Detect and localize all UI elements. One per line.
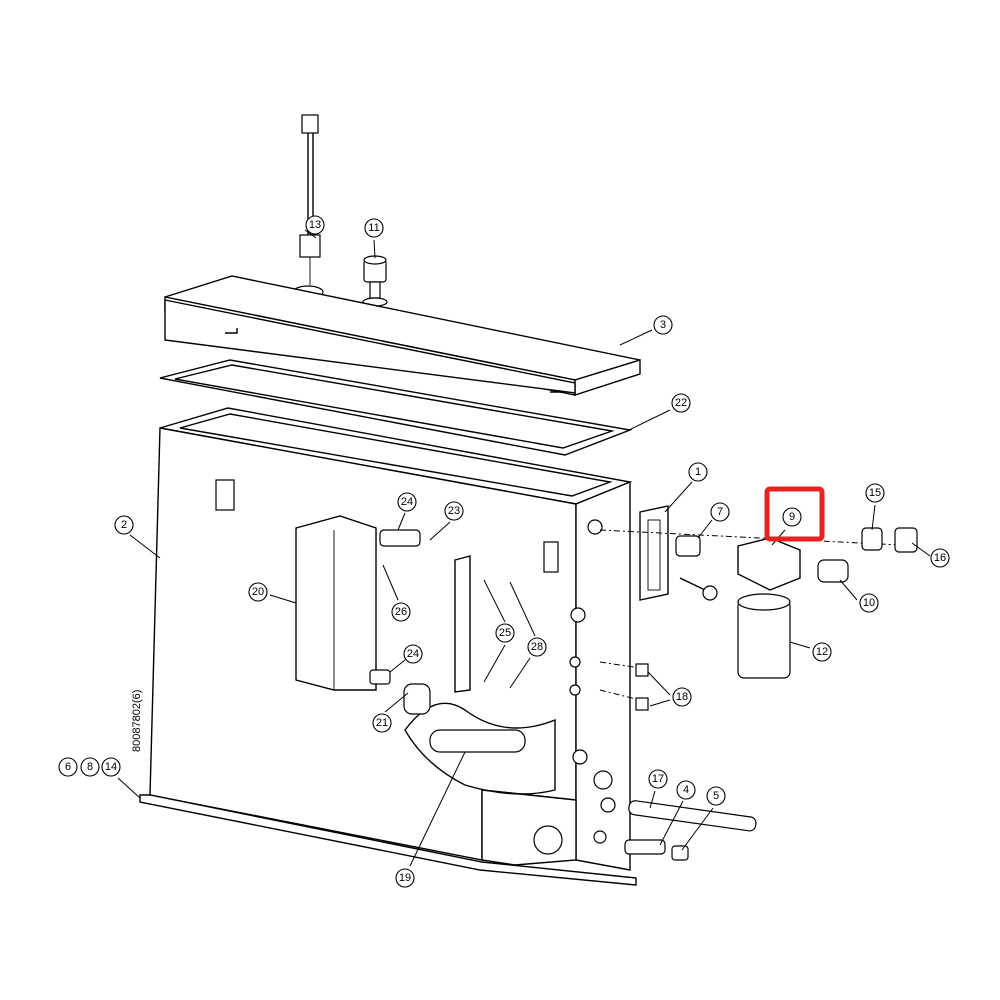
svg-text:9: 9 (789, 511, 795, 523)
svg-text:4: 4 (683, 784, 689, 796)
callout-24[interactable]: 24 (397, 492, 417, 512)
svg-text:21: 21 (376, 717, 388, 729)
svg-text:3: 3 (660, 319, 666, 331)
callout-7[interactable]: 7 (710, 502, 730, 522)
tank-cover-part (164, 275, 641, 396)
sight-glass-part (639, 505, 669, 601)
callout-21[interactable]: 21 (372, 713, 392, 733)
callout-10[interactable]: 10 (859, 593, 879, 613)
svg-text:24: 24 (407, 648, 419, 660)
callout-4[interactable]: 4 (676, 780, 696, 800)
svg-text:5: 5 (713, 790, 719, 802)
filter-assembly-part (369, 527, 918, 861)
callout-1[interactable]: 1 (688, 462, 708, 482)
svg-text:16: 16 (934, 552, 946, 564)
callout-28[interactable]: 28 (527, 637, 547, 657)
svg-text:14: 14 (105, 761, 117, 773)
callout-25[interactable]: 25 (495, 623, 515, 643)
svg-text:2: 2 (121, 519, 127, 531)
svg-text:6: 6 (65, 761, 71, 773)
svg-text:26: 26 (395, 606, 407, 618)
callout-8[interactable]: 8 (80, 757, 100, 777)
callout-9[interactable]: 9 (782, 507, 802, 527)
callout-6[interactable]: 6 (58, 757, 78, 777)
callout-15[interactable]: 15 (865, 483, 885, 503)
callout-20[interactable]: 20 (248, 582, 268, 602)
svg-text:15: 15 (869, 487, 881, 499)
callout-22[interactable]: 22 (671, 393, 691, 413)
svg-text:23: 23 (448, 505, 460, 517)
callout-17[interactable]: 17 (648, 769, 668, 789)
callouts: 13 11 3 22 2 20 24 23 26 24 21 25 28 1 7… (58, 215, 950, 888)
callout-14[interactable]: 14 (101, 757, 121, 777)
svg-text:1: 1 (695, 466, 701, 478)
callout-19[interactable]: 19 (395, 868, 415, 888)
highlight-box (764, 486, 825, 542)
leader-lines (117, 229, 931, 867)
svg-text:8: 8 (87, 761, 93, 773)
svg-text:13: 13 (309, 219, 321, 231)
svg-text:7: 7 (717, 506, 723, 518)
callout-16[interactable]: 16 (930, 548, 950, 568)
level-sensor-part (292, 114, 324, 299)
drawing-number: 80087802(6) (131, 690, 143, 752)
callout-18[interactable]: 18 (672, 687, 692, 707)
svg-text:20: 20 (252, 586, 264, 598)
svg-text:28: 28 (531, 641, 543, 653)
callout-13[interactable]: 13 (305, 215, 325, 235)
svg-text:17: 17 (652, 773, 664, 785)
callout-12[interactable]: 12 (812, 642, 832, 662)
svg-text:11: 11 (368, 222, 379, 234)
svg-text:18: 18 (676, 691, 688, 703)
callout-5[interactable]: 5 (706, 786, 726, 806)
svg-text:19: 19 (399, 872, 411, 884)
svg-text:24: 24 (401, 496, 413, 508)
callout-23[interactable]: 23 (444, 501, 464, 521)
svg-text:25: 25 (499, 627, 511, 639)
callout-2[interactable]: 2 (114, 515, 134, 535)
callout-24[interactable]: 24 (403, 644, 423, 664)
callout-26[interactable]: 26 (391, 602, 411, 622)
svg-text:12: 12 (816, 646, 828, 658)
callout-3[interactable]: 3 (653, 315, 673, 335)
svg-text:10: 10 (863, 597, 875, 609)
callout-11[interactable]: 11 (364, 218, 384, 238)
tank-body-part (139, 407, 637, 886)
svg-text:22: 22 (675, 397, 687, 409)
breather-cap-part (362, 255, 388, 307)
